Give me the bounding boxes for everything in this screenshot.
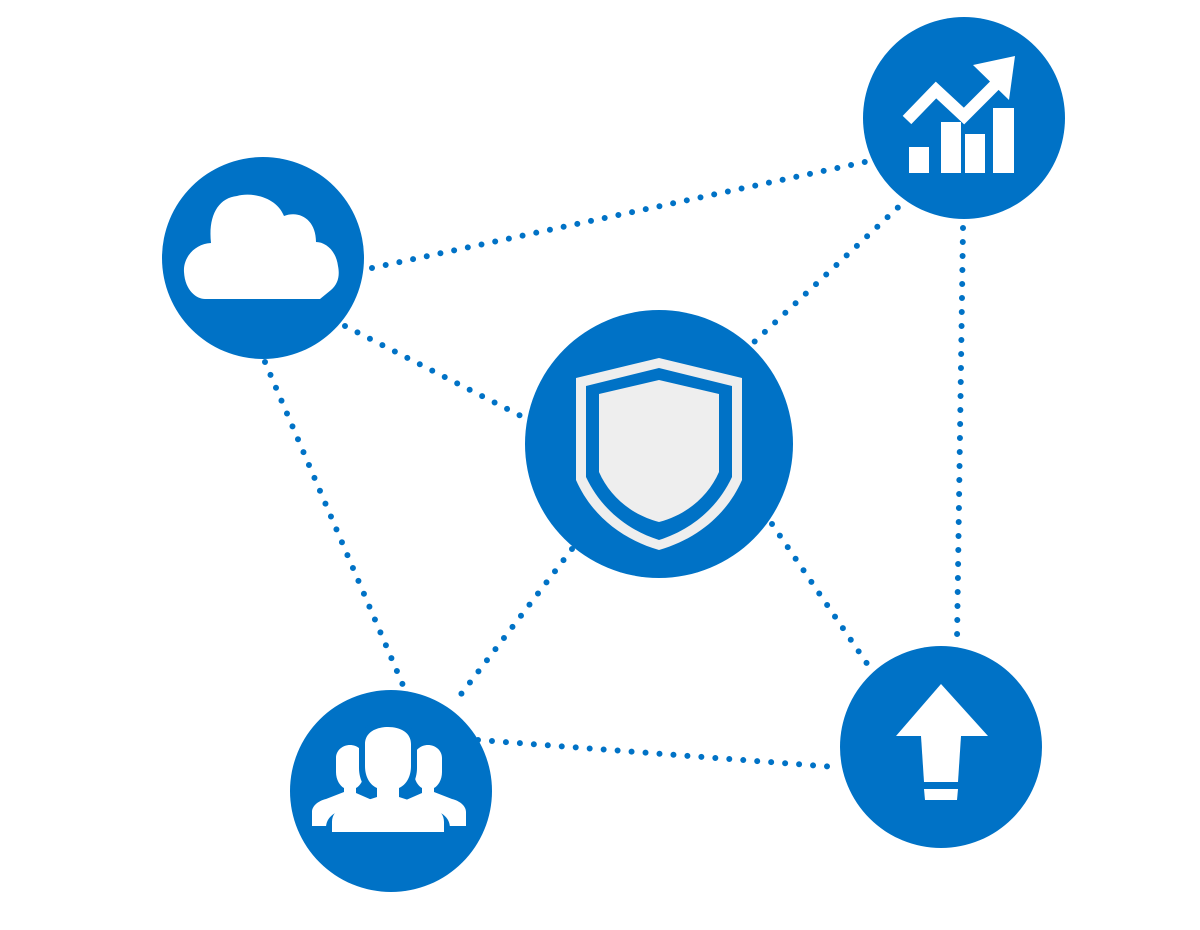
trend-line <box>902 77 1003 125</box>
cloud-icon <box>183 194 339 299</box>
link-users-upload <box>475 737 838 770</box>
upload-node[interactable] <box>840 646 1042 848</box>
user-center-icon <box>332 727 444 832</box>
bar-chart-trend-icon <box>902 56 1015 173</box>
arrow-base <box>924 789 958 800</box>
link-cloud-security <box>342 323 528 421</box>
shield-core <box>599 380 719 522</box>
trend-arrowhead <box>973 56 1015 100</box>
link-analytics-security <box>749 195 911 347</box>
cloud-node[interactable] <box>162 157 364 359</box>
security-node[interactable] <box>525 310 793 578</box>
up-arrow-icon <box>896 684 988 800</box>
arrow-head <box>896 684 988 736</box>
link-security-users <box>452 546 575 705</box>
link-cloud-users <box>262 359 408 693</box>
connector-lines <box>262 159 966 770</box>
analytics-node[interactable] <box>863 17 1065 219</box>
shield-icon <box>576 358 742 550</box>
user-group-icon <box>312 720 466 838</box>
users-node[interactable] <box>290 690 492 892</box>
link-security-upload <box>769 521 873 671</box>
link-cloud-analytics <box>369 159 868 271</box>
arrow-shaft <box>921 736 961 782</box>
link-analytics-upload <box>954 225 966 643</box>
